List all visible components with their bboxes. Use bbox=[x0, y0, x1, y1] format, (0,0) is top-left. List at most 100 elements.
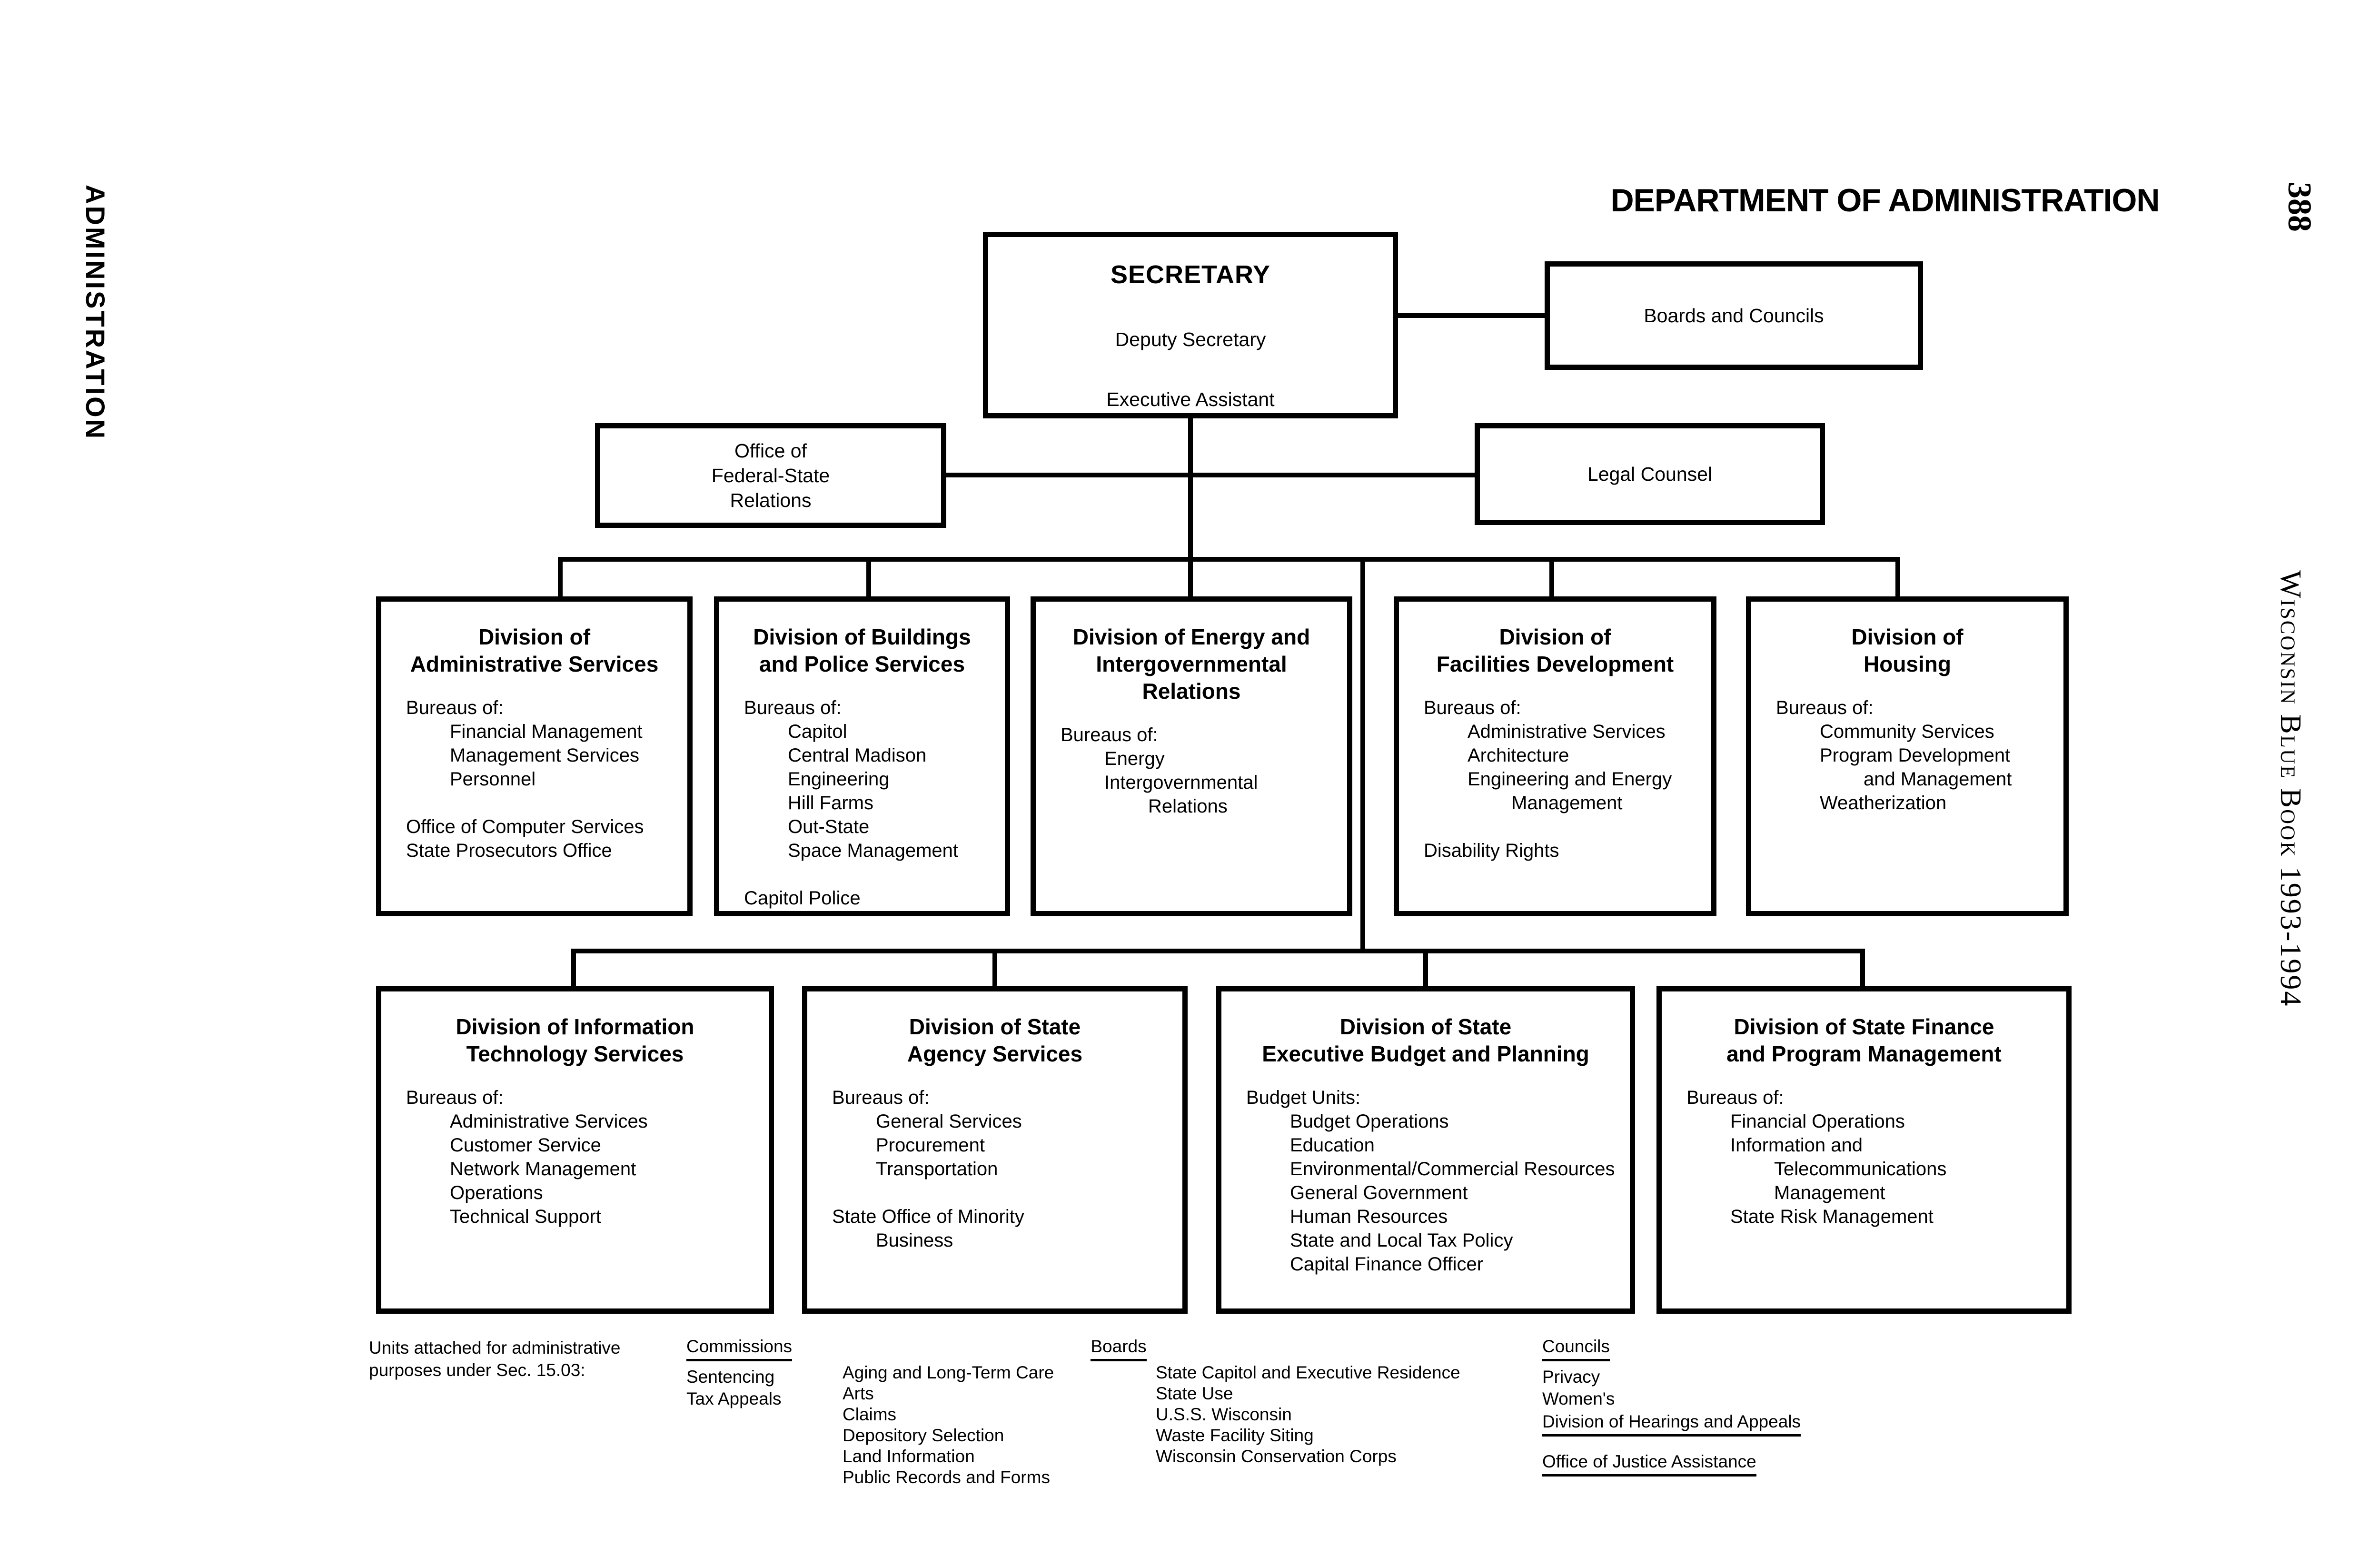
division-body-line: Network Management bbox=[450, 1159, 636, 1179]
secretary-box: SECRETARY Deputy Secretary Executive Ass… bbox=[983, 232, 1398, 418]
division-body-line: Program Development bbox=[1820, 745, 2011, 766]
division-title-line: Division of bbox=[1499, 624, 1611, 649]
division-title: Division of Facilities Development bbox=[1399, 624, 1711, 678]
division-title-line: Agency Services bbox=[907, 1041, 1083, 1066]
division-body-line: Management Services bbox=[450, 745, 639, 766]
division-body-line: Capitol Police bbox=[744, 888, 861, 909]
executive-assistant-label: Executive Assistant bbox=[1106, 388, 1275, 410]
foot-item: Privacy bbox=[1542, 1367, 1600, 1387]
commissions-header: Commissions bbox=[686, 1337, 793, 1361]
foot-item: Sentencing bbox=[686, 1367, 775, 1387]
division-body-line: Information and bbox=[1730, 1135, 1863, 1156]
division-title-line: Division of State Finance bbox=[1734, 1014, 1994, 1039]
division-body-line: Relations bbox=[1148, 796, 1228, 817]
division-body-line: Bureaus of: bbox=[1424, 697, 1521, 718]
division-title-line: Facilities Development bbox=[1436, 652, 1674, 676]
connector-row2-drop-4 bbox=[1860, 951, 1865, 987]
center-line: Office of bbox=[734, 440, 807, 462]
connector-row1-drop-2 bbox=[866, 559, 871, 597]
foot-item: U.S.S. Wisconsin bbox=[1156, 1405, 1292, 1424]
division-body-line: Customer Service bbox=[450, 1135, 601, 1156]
division-box-buildings-police-services: Division of Buildings and Police Services… bbox=[714, 596, 1010, 916]
secretary-title: SECRETARY bbox=[1110, 260, 1271, 289]
division-body-line: Energy bbox=[1104, 748, 1165, 769]
foot-item: Waste Facility Siting bbox=[1156, 1426, 1314, 1445]
connector-row1-drop-5 bbox=[1895, 559, 1900, 597]
division-body-line: Budget Units: bbox=[1246, 1087, 1361, 1108]
division-body-line: Bureaus of: bbox=[832, 1087, 930, 1108]
division-title-line: and Police Services bbox=[759, 652, 965, 676]
division-body-line: Bureaus of: bbox=[1061, 724, 1158, 745]
division-title: Division of Housing bbox=[1751, 624, 2063, 678]
division-body-line: Bureaus of: bbox=[406, 1087, 504, 1108]
connector-row1-drop-3 bbox=[1188, 559, 1193, 597]
legal-counsel-label: Legal Counsel bbox=[1587, 463, 1713, 485]
division-body-line: Bureaus of: bbox=[1686, 1087, 1784, 1108]
division-body-line: Administrative Services bbox=[450, 1111, 648, 1132]
division-body-line: Management bbox=[1511, 793, 1623, 813]
foot-item: State Use bbox=[1156, 1384, 1233, 1403]
division-body-line: Business bbox=[876, 1230, 953, 1251]
division-body-line: Technical Support bbox=[450, 1206, 601, 1227]
division-body-line: Out-State bbox=[788, 816, 870, 837]
division-title-line: Division of Information bbox=[456, 1014, 694, 1039]
connector-row1-drop-4 bbox=[1549, 559, 1554, 597]
division-body-line: Management bbox=[1774, 1182, 1885, 1203]
division-body-line: Budget Operations bbox=[1290, 1111, 1449, 1132]
boards-and-councils-label: Boards and Councils bbox=[1644, 304, 1824, 327]
division-body-line: Procurement bbox=[876, 1135, 985, 1156]
division-title-line: Division of State bbox=[909, 1014, 1081, 1039]
division-body-line: Human Resources bbox=[1290, 1206, 1448, 1227]
division-body-line: State Risk Management bbox=[1730, 1206, 1934, 1227]
division-body-line: Operations bbox=[450, 1182, 543, 1203]
division-title-line: Housing bbox=[1864, 652, 1951, 676]
deputy-secretary-label: Deputy Secretary bbox=[1115, 328, 1266, 350]
division-body-line: Architecture bbox=[1468, 745, 1569, 766]
division-body-line bbox=[406, 791, 683, 815]
division-body-line: Financial Operations bbox=[1730, 1111, 1905, 1132]
division-body-line: Space Management bbox=[788, 840, 959, 861]
division-body-line: Transportation bbox=[876, 1159, 998, 1179]
division-body-line: Financial Management bbox=[450, 721, 643, 742]
division-body-line: State Prosecutors Office bbox=[406, 840, 612, 861]
division-body-line: Intergovernmental bbox=[1104, 772, 1258, 793]
connector-row1-distribution bbox=[558, 557, 1900, 562]
division-body-line bbox=[744, 862, 1000, 886]
division-title-line: Relations bbox=[1142, 679, 1241, 704]
foot-item: Aging and Long-Term Care bbox=[843, 1363, 1054, 1382]
foot-item: Arts bbox=[843, 1384, 874, 1403]
division-title-line: Division of bbox=[478, 624, 591, 649]
division-body-line: State Office of Minority bbox=[832, 1206, 1024, 1227]
division-body-line: Bureaus of: bbox=[744, 697, 842, 718]
page-title: DEPARTMENT OF ADMINISTRATION bbox=[1610, 182, 2160, 218]
division-title-line: Administrative Services bbox=[410, 652, 659, 676]
division-title-line: Division of Buildings bbox=[753, 624, 971, 649]
division-title-line: Division of bbox=[1851, 624, 1964, 649]
division-body-line: Hill Farms bbox=[788, 793, 873, 813]
division-title-line: Executive Budget and Planning bbox=[1262, 1041, 1589, 1066]
connector-row1-drop-1 bbox=[558, 559, 563, 597]
